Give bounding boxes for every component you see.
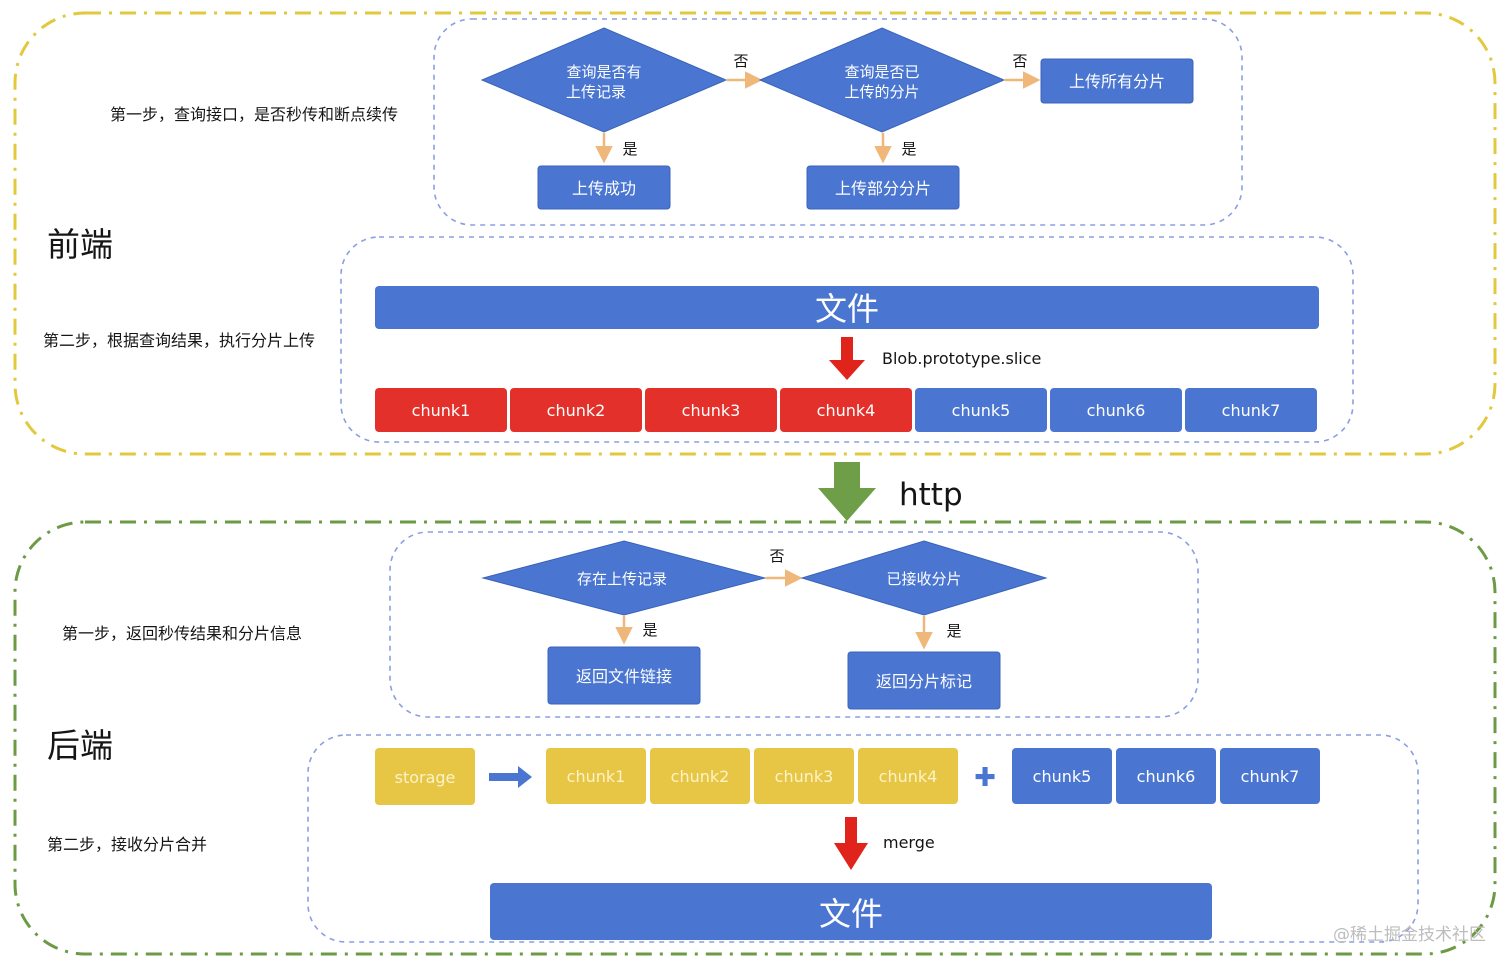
chunk-label: chunk4 [817,401,876,420]
frontend-section-label: 前端 [47,225,113,264]
storage-box [375,748,475,805]
backend-step2-container [307,734,1419,943]
upload-success-label: 上传成功 [572,179,636,198]
chunk-label: chunk3 [775,767,834,786]
frontend-file-bar [375,286,1319,329]
chunk-box [1116,748,1216,804]
chunk-label: chunk5 [1033,767,1092,786]
chunk-label: chunk1 [412,401,471,420]
decision-line: 上传记录 [566,83,626,101]
decision-line: 查询是否已 [844,63,919,81]
chunk-box [1220,748,1320,804]
chunk-label: chunk6 [1087,401,1146,420]
backend-yes-label-2: 是 [946,622,961,640]
chunk-box [546,748,646,804]
chunk-box [650,748,750,804]
storage-label: storage [395,768,456,787]
upload-all-chunks-label: 上传所有分片 [1069,72,1165,91]
http-label: http [899,477,963,513]
return-chunk-marks-label: 返回分片标记 [876,672,972,691]
decision-label: 已接收分片 [886,570,961,588]
backend-step1-container [389,531,1199,718]
no-label-2: 否 [1012,52,1027,70]
chunk-box [375,388,507,432]
chunk-label: chunk6 [1137,767,1196,786]
chunk-label: chunk3 [682,401,741,420]
yes-label-2: 是 [901,140,916,158]
chunk-box [1185,388,1317,432]
decision-label: 存在上传记录 [577,570,667,588]
decision-line: 上传的分片 [844,83,919,101]
backend-yes-label-1: 是 [642,621,657,639]
slice-arrow [829,337,865,380]
chunk-box [858,748,958,804]
upload-all-chunks-box [1040,58,1194,104]
chunk-label: chunk2 [547,401,606,420]
chunk-label: chunk2 [671,767,730,786]
backend-stored-chunk-row: chunk1 chunk2 chunk3 chunk4 [546,748,958,804]
upload-partial-label: 上传部分分片 [835,179,931,198]
http-arrow [818,462,876,521]
merge-label: merge [883,833,935,852]
yes-label-1: 是 [622,140,637,158]
backend-section-label: 后端 [47,726,113,765]
frontend-decision-has-record: 查询是否有 上传记录 [480,27,728,133]
chunk-box [510,388,642,432]
frontend-step2-container [340,236,1354,443]
chunk-box [645,388,777,432]
chunk-label: chunk1 [567,767,626,786]
merge-arrow [834,817,868,870]
plus-icon: ✚ [974,763,996,793]
chunk-label: chunk5 [952,401,1011,420]
chunk-box [915,388,1047,432]
backend-step2-label: 第二步，接收分片合并 [47,835,207,854]
chunk-label: chunk7 [1241,767,1300,786]
upload-partial-box [806,165,960,210]
return-file-link-label: 返回文件链接 [576,667,672,686]
chunk-box [1012,748,1112,804]
backend-decision-has-record: 存在上传记录 [481,540,767,616]
frontend-container [13,11,1497,456]
chunk-label: chunk4 [879,767,938,786]
return-chunk-marks-box [847,651,1001,710]
frontend-decision-uploaded-chunks: 查询是否已 上传的分片 [758,27,1006,133]
frontend-step2-label: 第二步，根据查询结果，执行分片上传 [43,331,315,350]
decision-line: 查询是否有 [566,63,641,81]
watermark: @稀土掘金技术社区 [1333,925,1486,945]
storage-arrow [489,766,532,788]
backend-new-chunk-row: chunk5 chunk6 chunk7 [1012,748,1320,804]
backend-container [13,520,1497,956]
slice-method-label: Blob.prototype.slice [882,349,1041,368]
frontend-step1-label: 第一步，查询接口，是否秒传和断点续传 [110,105,398,124]
backend-file-bar [490,883,1212,940]
chunk-label: chunk7 [1222,401,1281,420]
backend-step1-label: 第一步，返回秒传结果和分片信息 [62,624,302,643]
backend-file-label: 文件 [819,895,883,933]
backend-decision-received-chunks: 已接收分片 [800,540,1048,616]
frontend-file-label: 文件 [815,290,879,328]
no-label-1: 否 [733,52,748,70]
upload-success-box [537,165,671,210]
chunk-box [1050,388,1182,432]
chunk-box [780,388,912,432]
chunk-box [754,748,854,804]
return-file-link-box [547,646,701,705]
backend-no-label: 否 [769,547,784,565]
frontend-chunk-row: chunk1 chunk2 chunk3 chunk4 chunk5 chunk6 chun… [375,388,1317,432]
